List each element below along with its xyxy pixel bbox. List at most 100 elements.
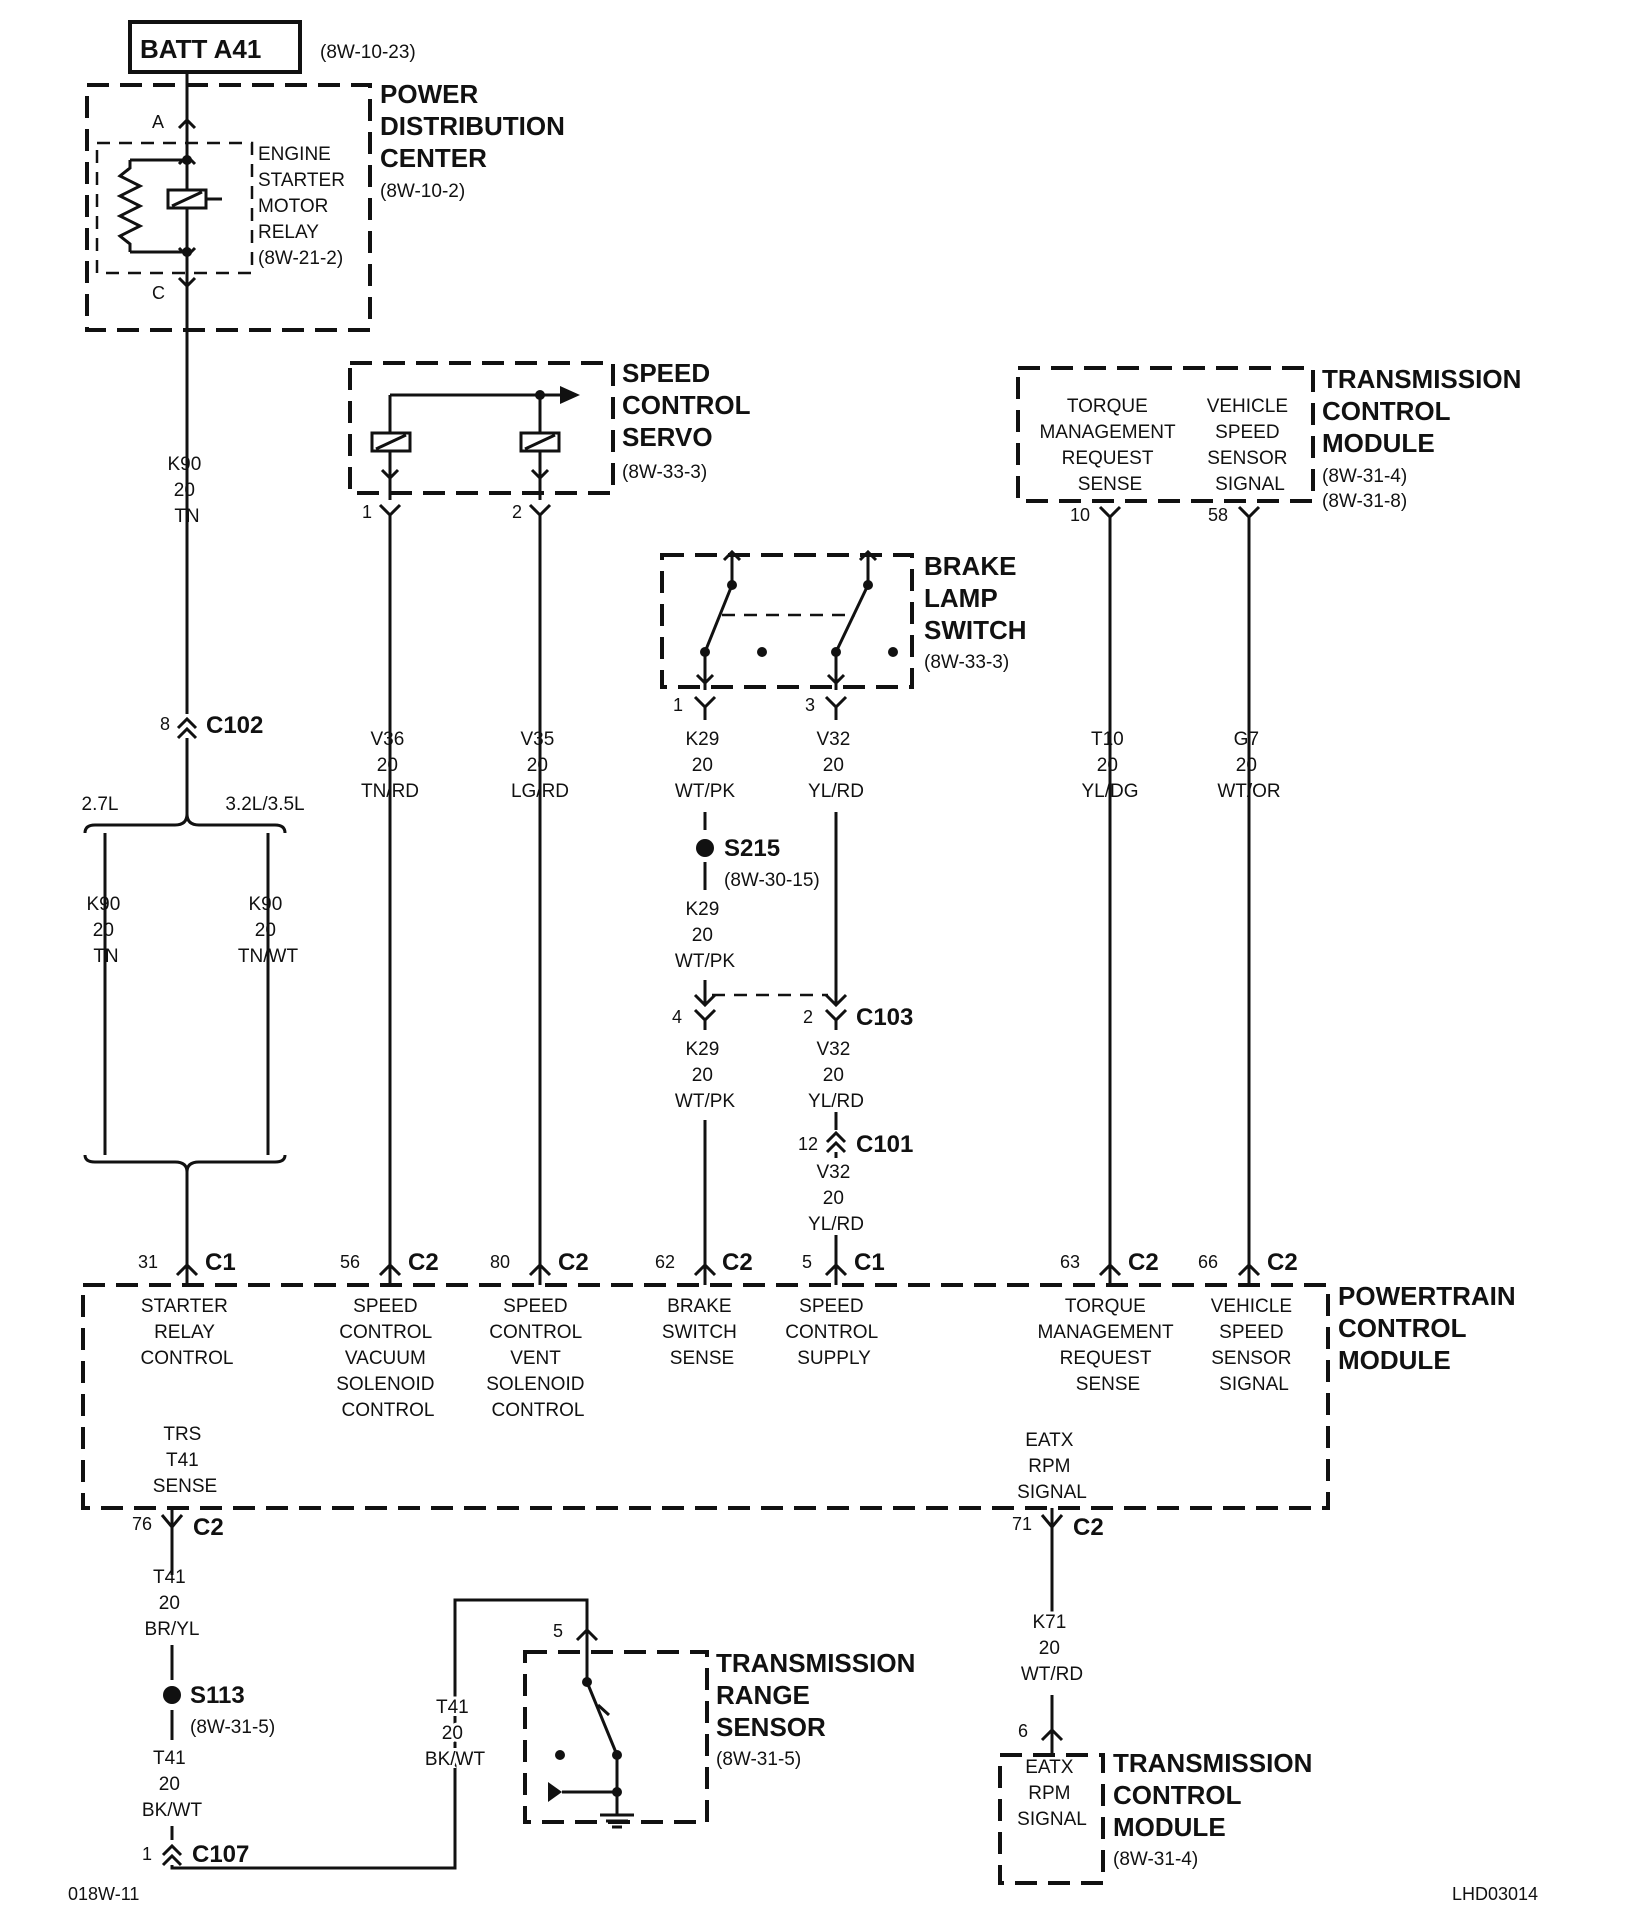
battery-ref: (8W-10-23) [320, 42, 416, 63]
trs-ref: (8W-31-5) [716, 1749, 801, 1770]
svg-text:VEHICLE SPEED SENS: VEHICLE SPEED SENSOR SIGNAL [1211, 1296, 1298, 1395]
servo-pin2: 2 [512, 502, 522, 522]
s215-name: S215 [724, 835, 780, 862]
svg-text:C2: C2 [408, 1249, 439, 1276]
s215-ref: (8W-30-15) [724, 870, 820, 891]
battery-box [128, 20, 302, 74]
pcm-pin-63: 63 C2 TORQUE MANAGEMENT REQUEST SENSE [1037, 1249, 1178, 1395]
v35-label: V35 20 LG/RD [511, 729, 569, 802]
k90-main-label: K90 20 TN [167, 454, 206, 527]
pdc-pin-c: C [152, 283, 165, 303]
c101-name: C101 [856, 1131, 913, 1158]
tcm-top-box [1016, 366, 1315, 503]
svg-text:C2: C2 [558, 1249, 589, 1276]
footer-right: LHD03014 [1452, 1884, 1538, 1904]
starter-relay-symbol [116, 72, 222, 289]
svg-text:SPEED CONTROL VACU: SPEED CONTROL VACUUM SOLENOID CONTROL [336, 1296, 439, 1421]
pdc-box [85, 83, 372, 332]
svg-text:62: 62 [655, 1252, 675, 1272]
tcm-top-ref-1: (8W-31-4) [1322, 466, 1407, 487]
servo-solenoids [370, 386, 580, 500]
g7-label: G7 20 WT/OR [1217, 729, 1280, 802]
v32-bot-label: V32 20 YL/RD [808, 1162, 864, 1235]
svg-text:TORQUE MANAGEMENT: TORQUE MANAGEMENT REQUEST SENSE [1037, 1296, 1178, 1395]
c102-pin: 8 [160, 714, 170, 734]
t41-top-label: T41 20 BR/YL [145, 1567, 200, 1640]
c103-pin-right: 2 [803, 1007, 813, 1027]
svg-text:STARTER RELAY CONT: STARTER RELAY CONTROL [141, 1296, 234, 1369]
svg-text:C1: C1 [205, 1249, 236, 1276]
engine-right-label: 3.2L/3.5L [225, 794, 304, 815]
svg-text:BRAKE SWITCH SENSE: BRAKE SWITCH SENSE [662, 1296, 742, 1369]
footer-left: 018W-11 [68, 1884, 139, 1904]
svg-text:71: 71 [1012, 1514, 1032, 1534]
pcm-pin-71: EATX RPM SIGNAL 71 C2 [1012, 1430, 1104, 1615]
k29-bot-label: K29 20 WT/PK [675, 1039, 735, 1112]
tcm-top-title: TRANSMISSION CONTROL MODULE [1322, 364, 1529, 458]
svg-text:EATX RPM SIGNAL: EATX RPM SIGNAL [1017, 1430, 1087, 1503]
pcm-pin-62: 62 C2 BRAKE SWITCH SENSE [655, 1249, 753, 1369]
pcm-pin-56: 56 C2 SPEED CONTROL VACUUM SOLENOID CONT… [336, 1249, 439, 1421]
engine-split-bottom [83, 1154, 287, 1173]
pdc-ref: (8W-10-2) [380, 181, 465, 202]
t41-bot-label: T41 20 BK/WT [142, 1748, 203, 1821]
trs-title: TRANSMISSION RANGE SENSOR [716, 1648, 923, 1742]
brake-ref: (8W-33-3) [924, 652, 1009, 673]
servo-title: SPEED CONTROL SERVO [622, 358, 757, 452]
engine-left-label: 2.7L [82, 794, 119, 815]
s215-splice [696, 839, 714, 857]
svg-text:C2: C2 [1267, 1249, 1298, 1276]
c103-pin-left: 4 [672, 1007, 682, 1027]
trs-pin: 5 [553, 1621, 563, 1641]
v32-mid-label: V32 20 YL/RD [808, 1039, 864, 1112]
brake-pin3: 3 [805, 695, 815, 715]
k29-mid-label: K29 20 WT/PK [675, 899, 735, 972]
tcm-bot-title: TRANSMISSION CONTROL MODULE [1113, 1748, 1320, 1842]
svg-text:5: 5 [802, 1252, 812, 1272]
pcm-title: POWERTRAIN CONTROL MODULE [1338, 1281, 1523, 1375]
svg-text:66: 66 [1198, 1252, 1218, 1272]
svg-text:C1: C1 [854, 1249, 885, 1276]
relay-box [95, 141, 254, 275]
pcm-pin-5: 5 C1 SPEED CONTROL SUPPLY [785, 1249, 884, 1369]
k90-left-label: K90 20 TN [86, 894, 125, 967]
svg-text:C2: C2 [1128, 1249, 1159, 1276]
c101-pin: 12 [798, 1134, 818, 1154]
c103-name: C103 [856, 1004, 913, 1031]
tcm-top-pin-right: 58 [1208, 505, 1228, 525]
k71-label: K71 20 WT/RD [1021, 1612, 1083, 1685]
engine-split-top [83, 813, 287, 834]
tcm-bot-pin: 6 [1018, 1721, 1028, 1741]
c107-pin: 1 [142, 1844, 152, 1864]
battery-label: BATT A41 [140, 34, 261, 64]
tcm-top-right-label: VEHICLE SPEED SENSOR SIGNAL [1207, 396, 1294, 495]
pdc-pin-a: A [152, 112, 164, 132]
s113-splice [163, 1686, 181, 1704]
c102-name: C102 [206, 712, 263, 739]
pdc-title: POWER DISTRIBUTION CENTER [380, 79, 572, 173]
pcm-pin-31: 31 C1 STARTER RELAY CONTROL [138, 1249, 236, 1369]
svg-text:SPEED CONTROL SUPP: SPEED CONTROL SUPPLY [785, 1296, 882, 1369]
tcm-bot-label: EATX RPM SIGNAL [1017, 1757, 1087, 1830]
svg-text:31: 31 [138, 1252, 158, 1272]
brake-pin1: 1 [673, 695, 683, 715]
tcm-bot-box [998, 1753, 1105, 1885]
tcm-top-ref-2: (8W-31-8) [1322, 491, 1407, 512]
svg-text:TRS T41 SENSE: TRS T41 SENSE [153, 1424, 217, 1497]
brake-switch-contacts [695, 549, 898, 690]
pcm-pin-80: 80 C2 SPEED CONTROL VENT SOLENOID CONTRO… [486, 1249, 589, 1421]
t41-return-wire [170, 1598, 589, 1870]
svg-text:C2: C2 [193, 1514, 224, 1541]
servo-ref: (8W-33-3) [622, 462, 707, 483]
svg-text:SPEED CONTROL VENT: SPEED CONTROL VENT SOLENOID CONTROL [486, 1296, 589, 1421]
relay-label: ENGINE STARTER MOTOR RELAY (8W-21-2) [258, 144, 350, 269]
v32-top-label: V32 20 YL/RD [808, 729, 864, 802]
brake-title: BRAKE LAMP SWITCH [924, 551, 1027, 645]
brake-switch-box [660, 553, 914, 689]
tcm-top-pin-left: 10 [1070, 505, 1090, 525]
s113-name: S113 [190, 1682, 245, 1709]
svg-text:76: 76 [132, 1514, 152, 1534]
t10-label: T10 20 YL/DG [1081, 729, 1138, 802]
tcm-bot-ref: (8W-31-4) [1113, 1849, 1198, 1870]
